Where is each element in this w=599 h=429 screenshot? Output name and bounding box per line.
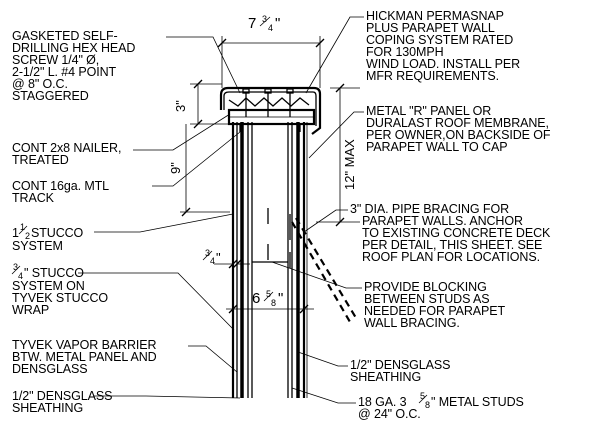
note-metal-panel: METAL "R" PANEL OR DURALAST ROOF MEMBRAN… bbox=[366, 104, 551, 154]
note-screw: GASKETED SELF- DRILLING HEX HEAD SCREW 1… bbox=[12, 29, 136, 103]
svg-text:DRILLING HEX HEAD: DRILLING HEX HEAD bbox=[12, 41, 135, 55]
dim-stud-width: 6 5 8 " bbox=[252, 289, 283, 308]
dim-cap-height: 3" bbox=[173, 100, 188, 112]
svg-text:MFR REQUIREMENTS.: MFR REQUIREMENTS. bbox=[366, 69, 499, 83]
note-vapor-barrier: TYVEK VAPOR BARRIER BTW. METAL PANEL AND… bbox=[12, 338, 157, 376]
svg-text:": " bbox=[216, 250, 221, 265]
coping-cap bbox=[219, 86, 322, 135]
dimension-lines bbox=[180, 36, 360, 314]
svg-text:BETWEEN STUDS AS: BETWEEN STUDS AS bbox=[364, 292, 490, 306]
svg-text:WIND LOAD. INSTALL PER: WIND LOAD. INSTALL PER bbox=[366, 57, 520, 71]
note-stucco-2: 3 4 " STUCCO SYSTEM ON TYVEK STUCCO WRAP bbox=[11, 262, 109, 317]
svg-text:": " bbox=[275, 15, 280, 32]
note-track: CONT 16ga. MTL TRACK bbox=[12, 179, 109, 205]
svg-text:DURALAST ROOF MEMBRANE,: DURALAST ROOF MEMBRANE, bbox=[366, 116, 549, 130]
svg-text:STUCCO: STUCCO bbox=[31, 226, 84, 240]
svg-text:COPING SYSTEM RATED: COPING SYSTEM RATED bbox=[366, 33, 513, 47]
dim-nailer-height: 9" bbox=[168, 162, 183, 174]
svg-text:1/2" DENSGLASS: 1/2" DENSGLASS bbox=[12, 389, 112, 403]
svg-text:5: 5 bbox=[420, 391, 425, 401]
note-coping: HICKMAN PERMASNAP PLUS PARAPET WALL COPI… bbox=[366, 9, 520, 83]
svg-text:@ 24" O.C.: @ 24" O.C. bbox=[358, 407, 421, 421]
svg-text:6: 6 bbox=[252, 290, 260, 307]
svg-text:1: 1 bbox=[20, 222, 25, 232]
svg-text:7: 7 bbox=[248, 15, 256, 32]
pipe-bracing-edge bbox=[295, 217, 357, 319]
svg-text:SCREW 1/4" Ø,: SCREW 1/4" Ø, bbox=[12, 53, 99, 67]
svg-text:NEEDED FOR PARAPET: NEEDED FOR PARAPET bbox=[364, 304, 506, 318]
pipe-bracing bbox=[291, 221, 351, 323]
svg-text:2: 2 bbox=[25, 231, 30, 241]
svg-text:TRACK: TRACK bbox=[12, 191, 55, 205]
svg-text:METAL "R" PANEL OR: METAL "R" PANEL OR bbox=[366, 104, 491, 118]
svg-text:PER DETAIL, THIS SHEET. SEE: PER DETAIL, THIS SHEET. SEE bbox=[362, 238, 542, 252]
svg-text:SHEATHING: SHEATHING bbox=[12, 401, 83, 415]
svg-text:PARAPET WALL TO CAP: PARAPET WALL TO CAP bbox=[366, 140, 507, 154]
svg-text:HICKMAN PERMASNAP: HICKMAN PERMASNAP bbox=[366, 9, 504, 23]
svg-text:WRAP: WRAP bbox=[12, 303, 49, 317]
svg-text:4: 4 bbox=[210, 256, 215, 266]
svg-text:PARAPET WALLS. ANCHOR: PARAPET WALLS. ANCHOR bbox=[362, 214, 523, 228]
svg-text:PER OWNER,ON BACKSIDE OF: PER OWNER,ON BACKSIDE OF bbox=[366, 128, 551, 142]
svg-text:PLUS PARAPET WALL: PLUS PARAPET WALL bbox=[366, 21, 495, 35]
svg-text:SYSTEM: SYSTEM bbox=[12, 239, 63, 253]
svg-text:WALL BRACING.: WALL BRACING. bbox=[364, 316, 460, 330]
svg-text:TYVEK VAPOR BARRIER: TYVEK VAPOR BARRIER bbox=[12, 338, 157, 352]
bracing-brackets bbox=[267, 208, 291, 268]
dim-parapet-max: 12" MAX bbox=[342, 139, 357, 190]
svg-text:": " bbox=[278, 290, 283, 307]
svg-text:GASKETED SELF-: GASKETED SELF- bbox=[12, 29, 118, 43]
svg-text:BTW. METAL PANEL AND: BTW. METAL PANEL AND bbox=[12, 350, 157, 364]
svg-text:@ 8" O.C.: @ 8" O.C. bbox=[12, 77, 68, 91]
svg-text:2-1/2" L. #4 POINT: 2-1/2" L. #4 POINT bbox=[12, 65, 117, 79]
svg-text:ROOF PLAN FOR LOCATIONS.: ROOF PLAN FOR LOCATIONS. bbox=[362, 250, 540, 264]
svg-text:FOR 130MPH: FOR 130MPH bbox=[366, 45, 444, 59]
svg-text:TREATED: TREATED bbox=[12, 153, 69, 167]
svg-text:STAGGERED: STAGGERED bbox=[12, 89, 89, 103]
note-densglass-left: 1/2" DENSGLASS SHEATHING bbox=[12, 389, 112, 415]
coping-clip bbox=[228, 97, 310, 107]
metal-track bbox=[239, 124, 301, 132]
svg-text:" METAL STUDS: " METAL STUDS bbox=[431, 395, 524, 409]
svg-text:CONT 2x8 NAILER,: CONT 2x8 NAILER, bbox=[12, 141, 121, 155]
hex-screws bbox=[242, 88, 294, 117]
svg-text:TO EXISTING CONCRETE DECK: TO EXISTING CONCRETE DECK bbox=[362, 226, 551, 240]
svg-text:" STUCCO: " STUCCO bbox=[24, 266, 84, 280]
dim-cap-width: 7 3 4 " bbox=[248, 14, 280, 33]
svg-text:CONT 16ga. MTL: CONT 16ga. MTL bbox=[12, 179, 109, 193]
svg-text:5: 5 bbox=[266, 289, 271, 299]
svg-text:PROVIDE BLOCKING: PROVIDE BLOCKING bbox=[364, 280, 487, 294]
note-pipe-bracing: 3" DIA. PIPE BRACING FOR PARAPET WALLS. … bbox=[350, 202, 551, 264]
leader-lines bbox=[78, 16, 364, 404]
svg-text:1/2" DENSGLASS: 1/2" DENSGLASS bbox=[350, 358, 450, 372]
svg-text:SYSTEM ON: SYSTEM ON bbox=[12, 279, 85, 293]
note-stucco-1: 1 1 2 STUCCO SYSTEM bbox=[12, 222, 84, 253]
note-blocking: PROVIDE BLOCKING BETWEEN STUDS AS NEEDED… bbox=[364, 280, 506, 330]
svg-text:3: 3 bbox=[262, 14, 267, 24]
svg-text:8: 8 bbox=[271, 298, 276, 308]
wall-section-geometry bbox=[219, 86, 357, 398]
svg-text:SHEATHING: SHEATHING bbox=[350, 370, 421, 384]
svg-text:1: 1 bbox=[12, 226, 19, 240]
svg-text:4: 4 bbox=[268, 23, 273, 33]
svg-text:3: 3 bbox=[13, 262, 18, 272]
svg-text:8: 8 bbox=[425, 400, 430, 410]
svg-text:DENSGLASS: DENSGLASS bbox=[12, 362, 88, 376]
note-nailer: CONT 2x8 NAILER, TREATED bbox=[12, 141, 121, 167]
svg-text:18 GA. 3: 18 GA. 3 bbox=[358, 395, 407, 409]
svg-text:3" DIA. PIPE BRACING FOR: 3" DIA. PIPE BRACING FOR bbox=[350, 202, 509, 216]
svg-text:4: 4 bbox=[18, 271, 23, 281]
note-densglass-right: 1/2" DENSGLASS SHEATHING bbox=[350, 358, 450, 384]
note-metal-studs: 18 GA. 3 5 8 " METAL STUDS @ 24" O.C. bbox=[358, 391, 524, 421]
svg-text:3: 3 bbox=[205, 248, 210, 258]
svg-text:TYVEK STUCCO: TYVEK STUCCO bbox=[12, 291, 108, 305]
dim-stucco-gap: 3 4 " bbox=[202, 248, 221, 266]
